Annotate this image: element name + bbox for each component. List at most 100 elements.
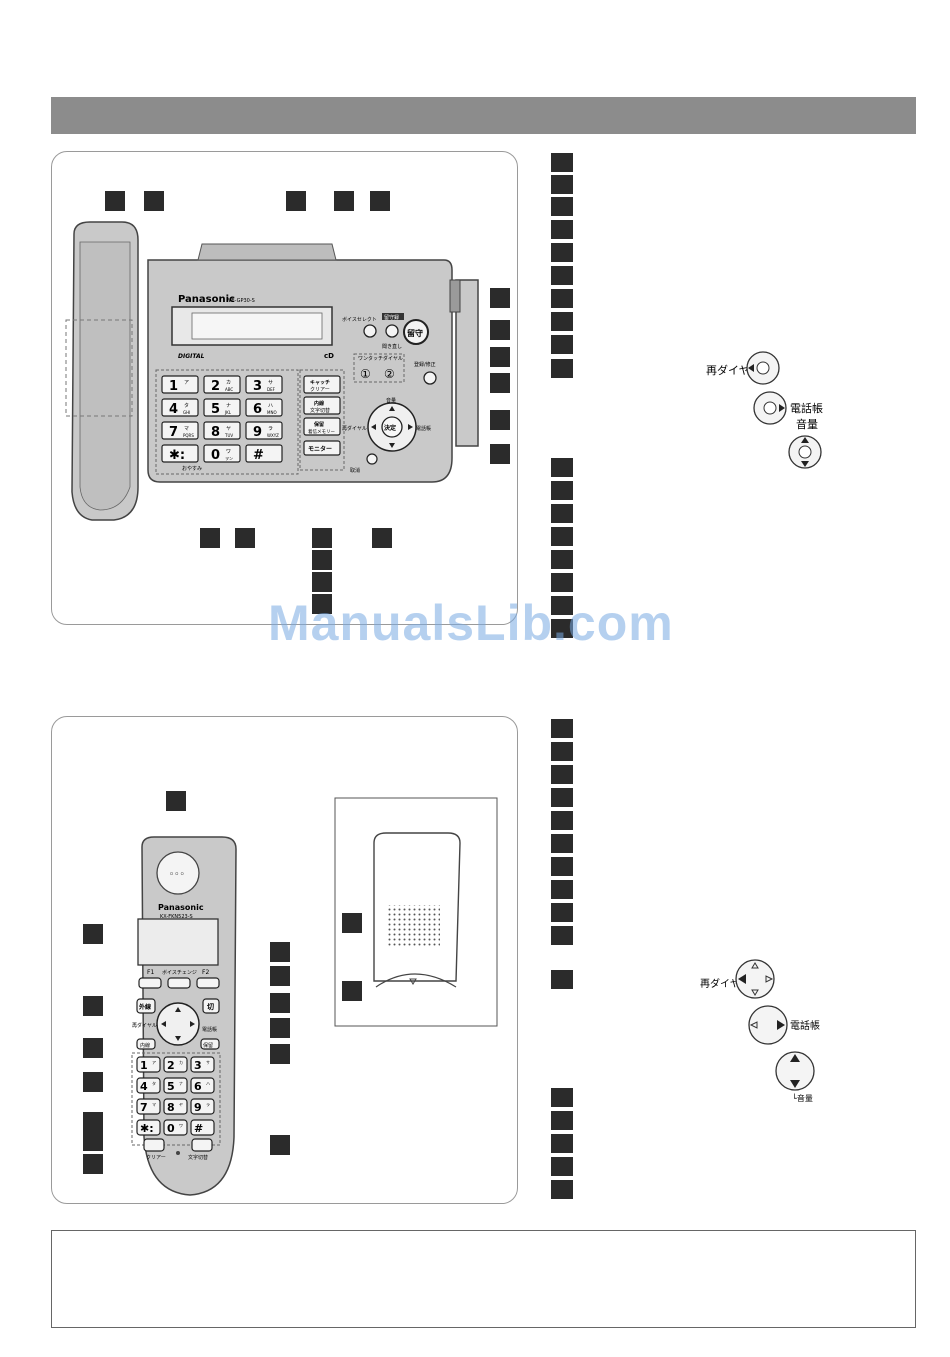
base-key <box>203 444 241 463</box>
legend-number-marker <box>551 458 573 477</box>
base-key <box>161 444 199 463</box>
handset-phonebook-label: 電話帳 <box>202 1026 217 1033</box>
base-key-digit: ✱: <box>169 448 185 463</box>
base-key <box>245 421 283 440</box>
handset-key-digit: 9 <box>194 1101 202 1114</box>
legend-number-marker <box>551 857 573 876</box>
legend-icons-handset: 再ダイヤル 電話帳 └音量 <box>700 959 820 1103</box>
callout-marker <box>490 444 510 464</box>
callout-marker <box>342 913 362 933</box>
base-key-digit: 4 <box>169 402 178 417</box>
legend-hs-volume-label: └音量 <box>792 1093 813 1103</box>
callout-marker <box>83 1112 103 1132</box>
clear-key <box>143 1138 165 1152</box>
base-key-letters: ABC <box>225 387 233 392</box>
base-key <box>245 398 283 417</box>
handset-key-kana: ラ <box>206 1101 210 1107</box>
handset-key-digit: 0 <box>167 1122 175 1135</box>
notes-box <box>51 1230 916 1328</box>
handset-model: KX-FKN523-S <box>160 914 193 920</box>
voice-select-button <box>363 324 377 338</box>
handset-lcd <box>137 918 219 966</box>
callout-marker <box>372 528 392 548</box>
base-key-kana: マ <box>184 426 189 432</box>
legend-number-marker <box>551 970 573 989</box>
legend-number-marker <box>551 1111 573 1130</box>
base-key-digit: 7 <box>169 425 178 440</box>
legend-number-marker <box>551 289 573 308</box>
callout-marker <box>270 1135 290 1155</box>
dial-pad-area <box>155 369 299 475</box>
legend-number-marker <box>551 481 573 500</box>
handset-illustration: ◦◦◦ Panasonic KX-FKN523-S F1 ボイスチェンジ F2 … <box>83 791 498 1196</box>
speaker-grille <box>388 905 440 947</box>
legend-hs-phonebook-label: 電話帳 <box>790 1019 820 1032</box>
intercom-label: 内線 <box>314 400 324 407</box>
legend-number-marker <box>551 573 573 592</box>
callout-marker <box>490 320 510 340</box>
legend-number-marker <box>551 596 573 615</box>
legend-number-marker <box>551 1180 573 1199</box>
callout-marker <box>144 191 164 211</box>
handset-redial-label: 再ダイヤル <box>132 1022 157 1029</box>
base-key-letters: TUV <box>224 433 233 438</box>
playback-label: 聞き直し <box>382 343 402 350</box>
handset-key <box>190 1056 215 1073</box>
base-key-digit: 9 <box>253 425 262 440</box>
callout-marker <box>235 528 255 548</box>
base-key-kana: ア <box>184 380 189 386</box>
legend-number-marker <box>551 1134 573 1153</box>
base-key-letters: JKL <box>224 410 232 415</box>
handset-key-digit: 8 <box>167 1101 175 1114</box>
handset-navigator <box>156 1002 200 1046</box>
base-key <box>161 421 199 440</box>
record-indicator <box>382 313 404 320</box>
handset-key-kana: ワ <box>179 1123 183 1128</box>
handset-key <box>163 1056 188 1073</box>
callout-marker <box>166 791 186 811</box>
base-key <box>203 375 241 394</box>
section-header-bar <box>51 97 916 134</box>
phonebook-label: 電話帳 <box>416 425 431 432</box>
handset-key-kana: タ <box>152 1080 156 1086</box>
base-key-digit: # <box>253 448 264 463</box>
callout-marker <box>312 528 332 548</box>
handset-key-digit: # <box>194 1122 203 1135</box>
handset-char-switch-label: 文字切替 <box>188 1154 208 1161</box>
legend-number-marker <box>551 197 573 216</box>
legend-volume-label: 音量 <box>796 417 818 431</box>
base-key-kana: タ <box>184 402 189 409</box>
legend-number-marker <box>551 880 573 899</box>
handset-key-digit: 4 <box>140 1080 148 1093</box>
legend-number-marker <box>551 765 573 784</box>
callout-marker <box>83 1072 103 1092</box>
base-unit-illustration: Panasonic VE-GP30-S DIGITAL cD ボイスセレクト 留… <box>65 191 510 614</box>
base-key-digit: 3 <box>253 379 262 394</box>
handset-key <box>163 1119 188 1136</box>
base-key-letters: WXYZ <box>267 433 279 438</box>
legend-number-marker <box>551 926 573 945</box>
monitor-label: モニター <box>308 445 332 453</box>
callout-marker <box>200 528 220 548</box>
callout-marker <box>370 191 390 211</box>
f2-label: F2 <box>202 969 209 976</box>
handset-key <box>136 1056 161 1073</box>
base-key <box>161 375 199 394</box>
base-key-kana: カ <box>226 380 231 386</box>
handset-key-digit: 2 <box>167 1059 175 1072</box>
handset-clear-label: クリアー <box>146 1155 166 1161</box>
callout-marker <box>312 572 332 592</box>
callout-marker <box>270 1018 290 1038</box>
intercom-label: 内線 <box>140 1042 150 1049</box>
clear-label: クリアー <box>310 387 330 393</box>
legend-number-marker <box>551 312 573 331</box>
legend-number-marker <box>551 175 573 194</box>
callout-marker <box>270 966 290 986</box>
base-key-kana: サ <box>268 380 273 386</box>
microphone <box>176 1151 180 1155</box>
battery-cover <box>375 973 457 988</box>
intercom-key <box>136 1038 156 1050</box>
base-unit-figure-panel: Panasonic VE-GP30-S DIGITAL cD ボイスセレクト 留… <box>51 151 518 625</box>
callout-marker <box>83 924 103 944</box>
catch-label: キャッチ <box>310 380 330 386</box>
